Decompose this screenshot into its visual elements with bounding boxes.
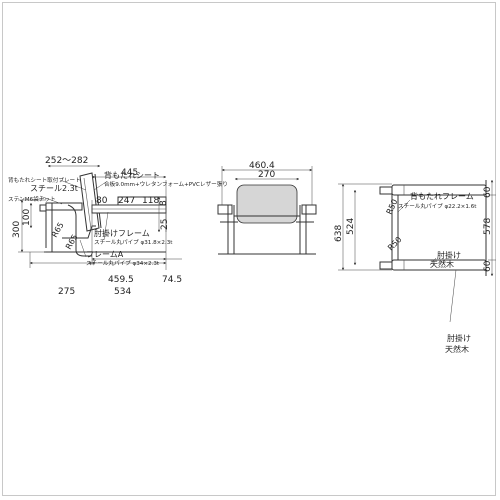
leader-seat <box>93 181 107 191</box>
left-post <box>227 205 235 254</box>
leader-top-armrest <box>429 257 437 266</box>
dim-8: 8 <box>159 200 169 206</box>
dim-460-4: 460.4 <box>249 161 275 171</box>
dim-275: 275 <box>58 287 75 297</box>
left-armrest <box>217 204 233 215</box>
label-backrest-pipe: スチール丸パイプ φ22.2×1.6t <box>398 202 477 210</box>
frame-a-pipe <box>67 204 92 257</box>
label-backrest-frame: 背もたれフレーム <box>410 191 474 201</box>
right-post <box>299 205 307 254</box>
top-view: 背もたれフレーム スチール丸パイプ φ22.2×1.6t 肘掛け 天然木 肘掛け… <box>334 179 496 354</box>
dim-r65-lower: R65 <box>64 233 80 251</box>
dim-459-5: 459.5 <box>108 275 134 285</box>
label-steel-23t: スチール2.3t <box>30 184 78 193</box>
dim-300: 300 <box>12 221 22 238</box>
dim-247: 247 <box>118 196 135 206</box>
dim-25: 25 <box>160 219 170 230</box>
dim-60-top: 60 <box>483 186 493 198</box>
label-frame-a-pipe: スチール丸パイプ φ34×2.3t <box>86 259 160 267</box>
label-armrest-pipe: スチール丸パイプ φ31.8×2.3t <box>94 238 173 246</box>
dim-r50-bottom: R50 <box>386 235 404 253</box>
side-view: 背もたれシート取付プレート スチール2.3t ステンM6袋ナット 背もたれシート… <box>8 156 228 297</box>
dim-118: 118 <box>142 196 159 206</box>
dim-638: 638 <box>334 225 344 242</box>
label-armrest-frame: 肘掛けフレーム <box>94 228 150 238</box>
backrest-frame-pipe <box>391 190 399 266</box>
label-seat-material: 合板9.0mm+ウレタンフォーム+PVCレザー張り <box>104 180 228 188</box>
label-backrest-seat: 背もたれシート <box>104 170 160 180</box>
dim-524: 524 <box>346 218 356 235</box>
label-frame-a: フレームA <box>86 250 124 259</box>
dim-534: 534 <box>114 287 131 297</box>
label-stainless-nut: ステンM6袋ナット <box>8 195 56 203</box>
dim-252-282: 252～282 <box>45 156 88 166</box>
frame-a-brace <box>62 225 96 239</box>
label-backrest-plate: 背もたれシート取付プレート <box>8 176 81 184</box>
dim-100: 100 <box>22 209 32 226</box>
bottom-mount-left <box>379 261 393 270</box>
backrest-pipe <box>94 173 102 229</box>
top-mount-left <box>379 186 393 195</box>
dim-80: 80 <box>96 196 108 206</box>
leader-bottom-armrest <box>449 269 457 323</box>
label-natural-wood-2: 天然木 <box>445 344 469 354</box>
dim-270: 270 <box>258 170 275 180</box>
backrest-cushion <box>236 184 298 224</box>
dim-60-bottom: 60 <box>483 260 493 272</box>
label-armrest-1: 肘掛け <box>437 250 461 260</box>
label-armrest-2: 肘掛け <box>447 333 471 343</box>
backrest-seat <box>79 172 100 232</box>
leader-nut <box>39 195 63 205</box>
dim-74-5: 74.5 <box>162 275 182 285</box>
stainless-nut <box>39 204 47 212</box>
leader-armrest <box>103 211 109 241</box>
leader-backrest-frame <box>397 199 411 213</box>
backrest-inner-line <box>83 177 92 230</box>
wall-mount-plate <box>45 202 83 211</box>
right-armrest <box>301 204 317 215</box>
label-natural-wood-1: 天然木 <box>430 259 454 269</box>
leader-plate <box>59 179 87 191</box>
image-border <box>2 2 496 496</box>
leader-frame-a <box>79 239 87 258</box>
dim-445: 445 <box>121 168 138 178</box>
dim-578: 578 <box>483 218 493 235</box>
front-view: 460.4 270 <box>217 161 317 255</box>
